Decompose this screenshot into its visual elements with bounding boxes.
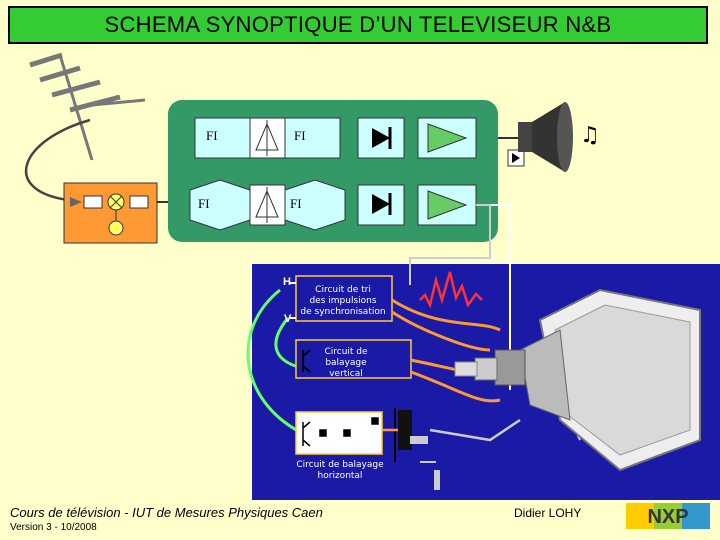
footer-course: Cours de télévision - IUT de Mesures Phy… [10,505,323,520]
fi-label-3: FI [198,196,210,211]
horizontal-circuit-box [295,411,383,455]
svg-text:NXP: NXP [647,506,688,528]
footer-version: Version 3 - 10/2008 [10,522,97,533]
video-signal-waveform [419,271,483,309]
horizontal-circuit-label: Circuit de balayage horizontal [296,460,384,481]
sync-circuit-box [295,275,393,322]
tuner-symbols [70,193,149,236]
v-label: V [284,313,292,325]
video-chain [189,179,477,231]
wire-video-orange [391,298,501,332]
crt-tube-icon [454,288,701,472]
wire-vertical-sync [274,317,303,370]
fi-label-2: FI [294,128,306,143]
speaker-icon: ♫ [498,102,600,172]
nxp-logo: NXP [626,503,710,529]
svg-text:♫: ♫ [580,123,600,148]
footer-author: Didier LOHY [514,506,582,520]
fi-label-4: FI [290,196,302,211]
vertical-transistor-icon [302,349,311,373]
page-title: SCHEMA SYNOPTIQUE D’UN TELEVISEUR N&B [104,12,612,37]
sound-chain [194,117,477,159]
nxp-logo-icon: NXP [626,503,710,529]
line-transformer-icon [394,408,440,490]
fi-label-1: FI [206,128,218,143]
sync-circuit-label: Circuit de tri des impulsions de synchro… [300,285,386,317]
vertical-circuit-label: Circuit de balayage vertical [324,347,368,379]
title-banner: SCHEMA SYNOPTIQUE D’UN TELEVISEUR N&B [8,6,708,44]
vertical-circuit-box [295,339,412,379]
h-label: H [283,276,291,288]
horizontal-circuit-symbols [302,417,379,447]
antenna-icon [29,52,146,161]
tuner-block [63,182,158,244]
wire-horizontal-sync [246,288,301,434]
